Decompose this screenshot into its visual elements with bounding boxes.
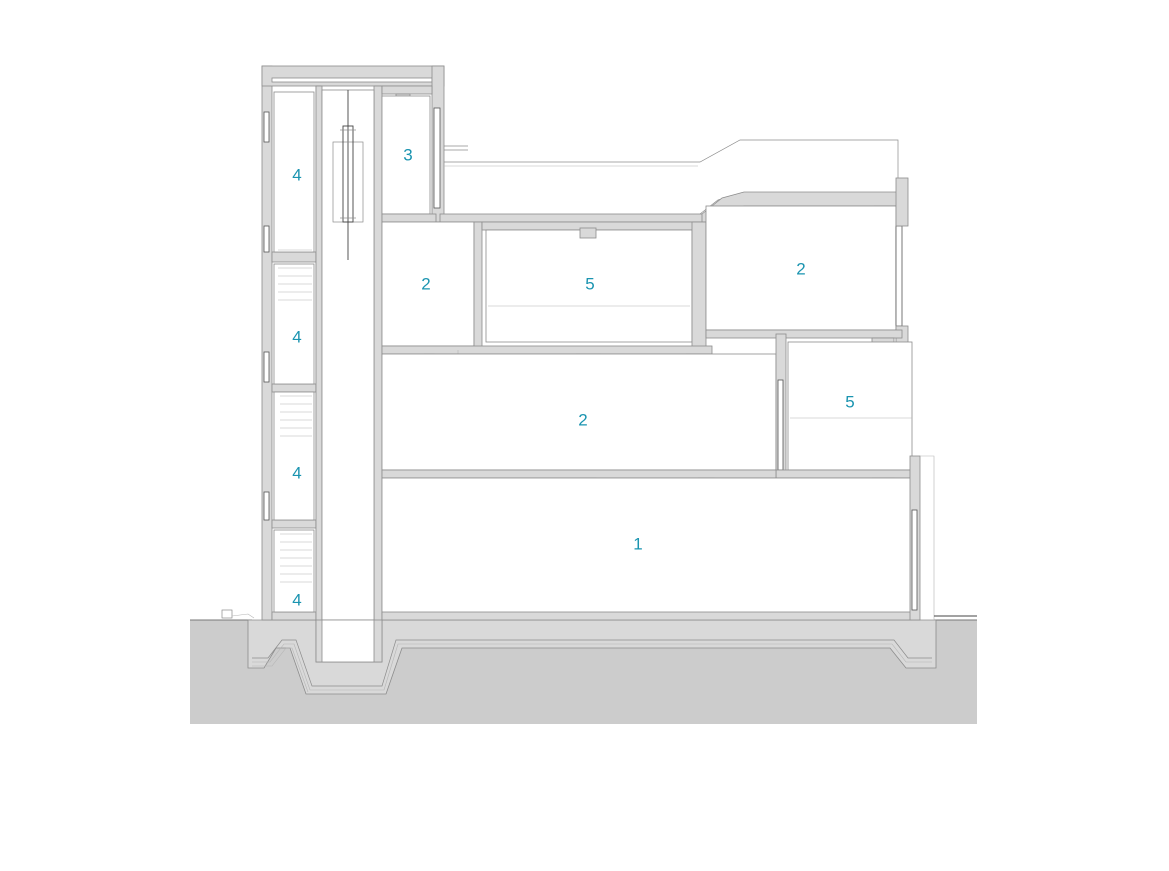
room-labels: 4 4 4 4 3 2 5 2 5 2 1 (292, 145, 854, 609)
tower-structure (261, 65, 445, 663)
upper-block (381, 85, 468, 223)
site-details (221, 609, 977, 619)
room-label-tower-top-1: 4 (292, 165, 301, 184)
tower-rooms (273, 91, 315, 613)
room-label-mid-left: 2 (421, 274, 430, 293)
room-label-mid-right: 2 (796, 259, 805, 278)
room-label-tower-top-4: 4 (292, 590, 301, 609)
room-label-tower-top-2: 4 (292, 327, 301, 346)
room-label-upper-small: 3 (403, 145, 412, 164)
foundation-slab (247, 619, 937, 695)
tower-windows (263, 111, 270, 521)
room-label-tower-top-3: 4 (292, 463, 301, 482)
middle-floor (381, 177, 909, 369)
room-label-lower-right: 5 (845, 392, 854, 411)
room-label-lower-wide: 2 (578, 410, 587, 429)
room-label-mid-center: 5 (585, 274, 594, 293)
lower-floor (381, 333, 917, 493)
ground-floor (315, 455, 935, 663)
room-label-ground-hall: 1 (633, 534, 642, 553)
